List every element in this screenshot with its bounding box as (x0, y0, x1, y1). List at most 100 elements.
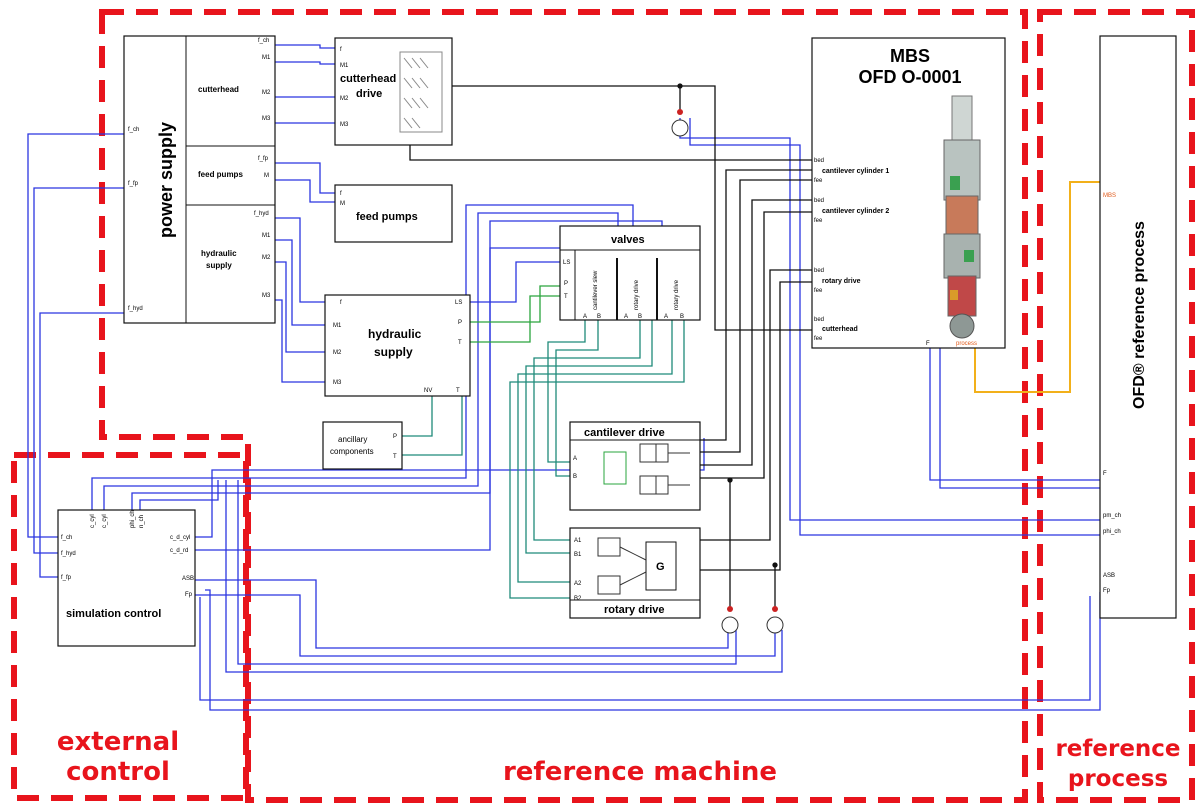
port-label: f_fp (258, 156, 269, 162)
port-label: A (624, 314, 628, 320)
mbs-process-label: process (956, 341, 977, 347)
mbs-title-1: MBS (890, 46, 930, 66)
cutterhead-drive-title-1: cutterhead (340, 73, 396, 85)
port-label: M3 (340, 122, 349, 128)
port-label: T (393, 454, 397, 460)
port-label: M2 (340, 96, 349, 102)
port-label: T (456, 388, 460, 394)
cutterhead-drive-title-2: drive (356, 88, 382, 100)
port-label: ASB (1103, 573, 1115, 579)
hydraulic-supply-title-2: supply (374, 345, 413, 359)
port-label: bed (814, 198, 824, 204)
port-label: M3 (333, 380, 342, 386)
port-label: phi_ch (1103, 529, 1121, 535)
port-label: fee (814, 336, 823, 342)
port-label: MBS (1103, 193, 1116, 199)
ancillary-components-block: ancillary components P T (323, 422, 402, 469)
port-label: f_hyd (128, 306, 143, 312)
power-supply-section-hydraulic: hydraulic (201, 249, 237, 258)
power-supply-section-feed-pumps: feed pumps (198, 170, 243, 179)
port-label: c_cyl (102, 514, 108, 528)
ofd-reference-process-block: OFD® reference process MBS F pm_ch phi_c… (1100, 36, 1176, 618)
port-label: phi_ch (130, 510, 136, 528)
cantilever-drive-title: cantilever drive (584, 427, 665, 439)
ancillary-title-1: ancillary (338, 435, 367, 444)
region-label-external: external (57, 727, 179, 757)
port-label: Fp (185, 592, 193, 598)
simulation-control-block: simulation control f_ch f_hyd f_fp c_cyl… (58, 510, 195, 646)
port-label: M1 (262, 233, 271, 239)
mbs-title-2: OFD O-0001 (858, 67, 961, 87)
port-label: c_d_rd (170, 548, 188, 554)
speed-sensor-icon (767, 617, 783, 633)
port-label: M1 (262, 55, 271, 61)
port-label: f_hyd (254, 211, 269, 217)
port-label: bed (814, 317, 824, 323)
port-label: f_fp (128, 181, 139, 187)
ancillary-title-2: components (330, 447, 374, 456)
port-label: M1 (340, 63, 349, 69)
port-label: f_ch (128, 127, 139, 133)
valve-column-label: rotary drive (634, 279, 640, 310)
speed-sensor-icon (672, 120, 688, 136)
port-label: f_ch (258, 38, 269, 44)
port-label: A (583, 314, 587, 320)
port-label: P (458, 320, 462, 326)
power-supply-section-supply: supply (206, 261, 232, 270)
region-label-process: process (1068, 766, 1168, 792)
mbs-item: cutterhead (822, 326, 858, 333)
generator-label: G (656, 561, 665, 573)
region-label-control: control (66, 757, 170, 787)
port-label: M1 (333, 323, 342, 329)
cantilever-drive-block: cantilever drive A B (570, 422, 700, 510)
port-label: M2 (262, 90, 271, 96)
port-label: M3 (262, 293, 271, 299)
valve-icon (604, 452, 626, 484)
port-label: M2 (262, 255, 271, 261)
rotary-drive-block: G rotary drive A1 B1 A2 B2 (570, 528, 700, 618)
port-label: c_d_cyl (170, 535, 190, 541)
port-label: fee (814, 218, 823, 224)
port-label: P (393, 434, 397, 440)
port-label: A2 (574, 581, 582, 587)
port-label: fee (814, 288, 823, 294)
port-label: B (638, 314, 642, 320)
port-label: M3 (262, 116, 271, 122)
port-label: NV (424, 388, 432, 394)
cutterhead-drive-block: cutterhead drive f M1 M2 M3 (335, 38, 452, 145)
speed-sensor-icon (722, 617, 738, 633)
port-label: A (573, 456, 577, 462)
port-label: B2 (574, 596, 582, 602)
hydraulic-supply-block: hydraulic supply f M1 M2 M3 LS P T NV T (325, 295, 470, 396)
port-label: M (264, 173, 269, 179)
port-label: M (340, 201, 345, 207)
port-label: n_ch (139, 515, 145, 528)
port-label: F (926, 341, 930, 347)
power-supply-section-cutterhead: cutterhead (198, 85, 239, 94)
port-label: fee (814, 178, 823, 184)
port-label: T (564, 294, 568, 300)
port-label: Fp (1103, 588, 1111, 594)
mbs-item: cantilever cylinder 1 (822, 168, 889, 175)
port-label: LS (455, 300, 462, 306)
port-label: ASB (182, 576, 194, 582)
valve-column-label: cantilever slew (593, 270, 599, 310)
region-label-reference: reference (1055, 736, 1180, 762)
ofd-reference-process-title: OFD® reference process (1131, 221, 1148, 409)
port-label: f_fp (61, 575, 72, 581)
port-label: bed (814, 268, 824, 274)
valve-column-label: rotary drive (674, 279, 680, 310)
valves-block: valves cantilever slew rotary drive rota… (560, 226, 700, 320)
valves-title: valves (611, 234, 645, 246)
port-label: B (597, 314, 601, 320)
port-label: f_ch (61, 535, 72, 541)
mbs-item: cantilever cylinder 2 (822, 208, 889, 215)
port-label: f_hyd (61, 551, 76, 557)
hydraulic-supply-title-1: hydraulic (368, 327, 422, 341)
port-label: bed (814, 158, 824, 164)
port-label: LS (563, 260, 570, 266)
feed-pumps-title: feed pumps (356, 211, 418, 223)
port-label: F (1103, 471, 1107, 477)
port-label: A (664, 314, 668, 320)
